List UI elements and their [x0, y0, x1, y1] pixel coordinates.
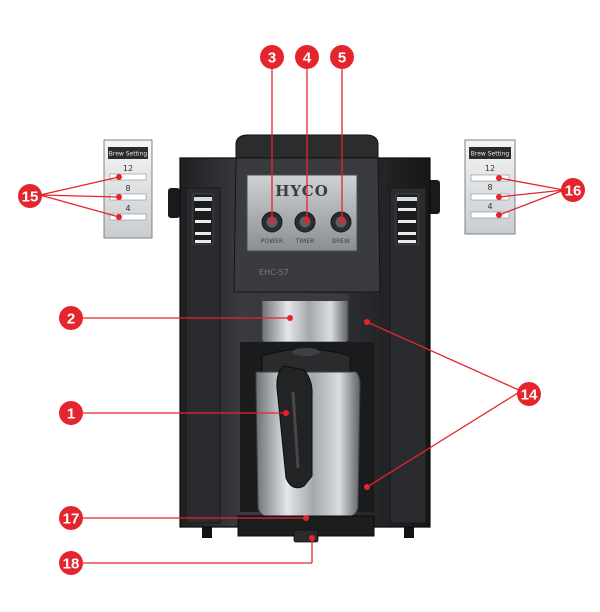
carafe-lid-button [292, 348, 320, 356]
brew-button-label: BREW [332, 238, 350, 245]
callout-17: 17 [59, 506, 83, 530]
callout-15: 15 [18, 184, 42, 208]
pointer-dots [116, 174, 502, 541]
callout-14: 14 [517, 382, 541, 406]
callout-18: 18 [59, 551, 83, 575]
base-switch[interactable] [293, 529, 319, 543]
right-brew-strip [395, 193, 419, 245]
timer-button-label: TIMER [295, 238, 315, 245]
svg-text:2: 2 [67, 311, 75, 328]
filter-basket [261, 293, 349, 348]
right-panel-level-8: 8 [487, 183, 492, 192]
model-label: EHC-57 [259, 268, 289, 277]
foot-right [404, 522, 414, 538]
callout-1: 1 [59, 401, 83, 425]
svg-text:14: 14 [521, 387, 538, 404]
left-panel-header: Brew Setting [109, 151, 148, 158]
right-brew-setting-panel: Brew Setting 12 8 4 [464, 139, 516, 235]
power-button-label: POWER [261, 238, 283, 245]
right-panel-level-12: 12 [485, 164, 495, 173]
svg-text:17: 17 [63, 511, 80, 528]
brand-logo: HYCO [275, 182, 329, 200]
right-panel-level-4: 4 [487, 202, 492, 211]
left-panel-level-8: 8 [125, 184, 130, 193]
leader-lines [39, 69, 565, 564]
svg-text:18: 18 [63, 556, 80, 573]
coffee-maker: HYCO POWER TIMER BREW EHC-57 [168, 134, 440, 543]
foot-left [202, 522, 212, 538]
callout-5: 5 [330, 45, 354, 69]
callout-2: 2 [59, 306, 83, 330]
left-side-hinge [168, 188, 180, 218]
left-brew-strip [192, 193, 214, 245]
left-brew-setting-panel: Brew Setting 12 8 4 [103, 139, 153, 239]
callout-4: 4 [295, 45, 319, 69]
left-panel-level-12: 12 [123, 164, 133, 173]
svg-text:15: 15 [22, 189, 39, 206]
left-panel-level-4: 4 [125, 204, 130, 213]
svg-text:4: 4 [303, 50, 312, 67]
right-side-hinge [428, 180, 440, 214]
svg-text:16: 16 [565, 183, 582, 200]
right-panel-header: Brew Setting [471, 151, 510, 158]
svg-text:5: 5 [338, 50, 346, 67]
callout-3: 3 [260, 45, 284, 69]
callout-16: 16 [561, 178, 585, 202]
svg-text:1: 1 [67, 406, 75, 423]
svg-text:3: 3 [268, 50, 276, 67]
